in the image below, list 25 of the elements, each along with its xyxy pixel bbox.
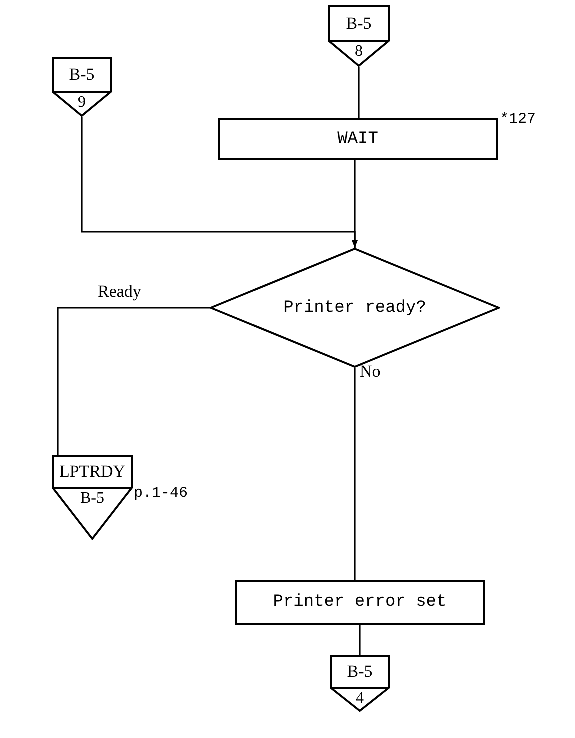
connector-label: B-5 bbox=[346, 14, 372, 32]
off-page-connector bbox=[52, 455, 133, 540]
connector-line bbox=[57, 307, 210, 455]
process-text: WAIT bbox=[338, 130, 378, 148]
process-text: Printer error set bbox=[273, 594, 447, 611]
connector-label: B-5 bbox=[347, 663, 373, 680]
connector-label: B-5 bbox=[80, 491, 104, 507]
connector-label: 8 bbox=[355, 44, 363, 60]
note-text: *127 bbox=[500, 112, 536, 127]
off-page-connector bbox=[52, 57, 112, 117]
connector-line bbox=[354, 368, 356, 580]
connector-line bbox=[359, 625, 361, 655]
note-text: p.1-46 bbox=[134, 486, 188, 501]
arrow bbox=[81, 117, 358, 248]
edge-label: Ready bbox=[96, 283, 144, 300]
connector-label: 9 bbox=[78, 95, 86, 111]
connector-label: 4 bbox=[356, 691, 364, 707]
decision-text: Printer ready? bbox=[284, 300, 426, 316]
connector-label: B-5 bbox=[69, 66, 95, 83]
off-page-connector bbox=[330, 655, 390, 712]
process-box bbox=[235, 580, 485, 625]
connector-line bbox=[358, 67, 360, 118]
off-page-connector bbox=[328, 5, 390, 67]
connector-label: LPTRDY bbox=[59, 463, 126, 480]
process-box bbox=[218, 118, 498, 160]
